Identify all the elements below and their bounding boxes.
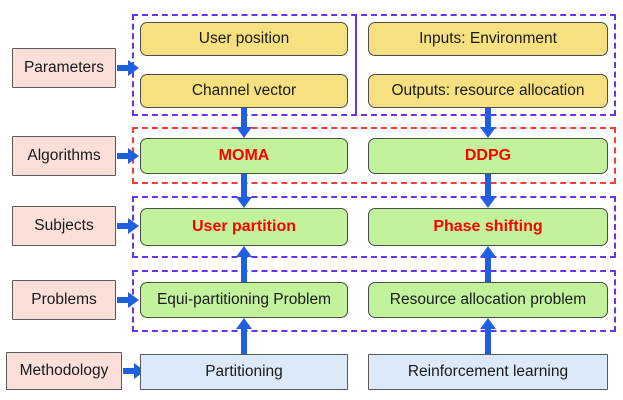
connector-arrow-parameters <box>117 60 139 76</box>
cell-problems-right[interactable]: Resource allocation problem <box>368 282 608 318</box>
cell-problems-left[interactable]: Equi-partitioning Problem <box>140 282 348 318</box>
row-label-subjects[interactable]: Subjects <box>12 206 116 246</box>
cell-algorithms-right[interactable]: DDPG <box>368 138 608 174</box>
flow-arrow-left-problems-to-subjects <box>236 246 252 282</box>
cell-methodology-left[interactable]: Partitioning <box>140 354 348 390</box>
cell-algorithms-left[interactable]: MOMA <box>140 138 348 174</box>
cell-parameters-left-2[interactable]: Channel vector <box>140 74 348 108</box>
flow-arrow-right-problems-to-subjects <box>480 246 496 282</box>
cell-methodology-right[interactable]: Reinforcement learning <box>368 354 608 390</box>
flow-arrow-left-methodology-to-problems <box>236 318 252 354</box>
connector-arrow-methodology <box>123 363 145 379</box>
cell-parameters-right-2[interactable]: Outputs: resource allocation <box>368 74 608 108</box>
row-label-parameters[interactable]: Parameters <box>12 48 116 88</box>
connector-arrow-subjects <box>117 218 139 234</box>
row-label-algorithms[interactable]: Algorithms <box>12 136 116 176</box>
connector-arrow-algorithms <box>117 148 139 164</box>
flow-arrow-right-params-to-algorithms <box>480 108 496 138</box>
flow-arrow-left-algorithms-to-subjects <box>236 174 252 208</box>
group-divider-parameters <box>355 16 357 114</box>
cell-parameters-right-1[interactable]: Inputs: Environment <box>368 22 608 56</box>
connector-arrow-problems <box>117 292 139 308</box>
cell-subjects-left[interactable]: User partition <box>140 208 348 246</box>
flow-arrow-left-params-to-algorithms <box>236 108 252 138</box>
cell-parameters-left-1[interactable]: User position <box>140 22 348 56</box>
cell-subjects-right[interactable]: Phase shifting <box>368 208 608 246</box>
row-label-problems[interactable]: Problems <box>12 280 116 320</box>
row-label-methodology[interactable]: Methodology <box>6 352 122 390</box>
flow-arrow-right-algorithms-to-subjects <box>480 174 496 208</box>
flow-arrow-right-methodology-to-problems <box>480 318 496 354</box>
